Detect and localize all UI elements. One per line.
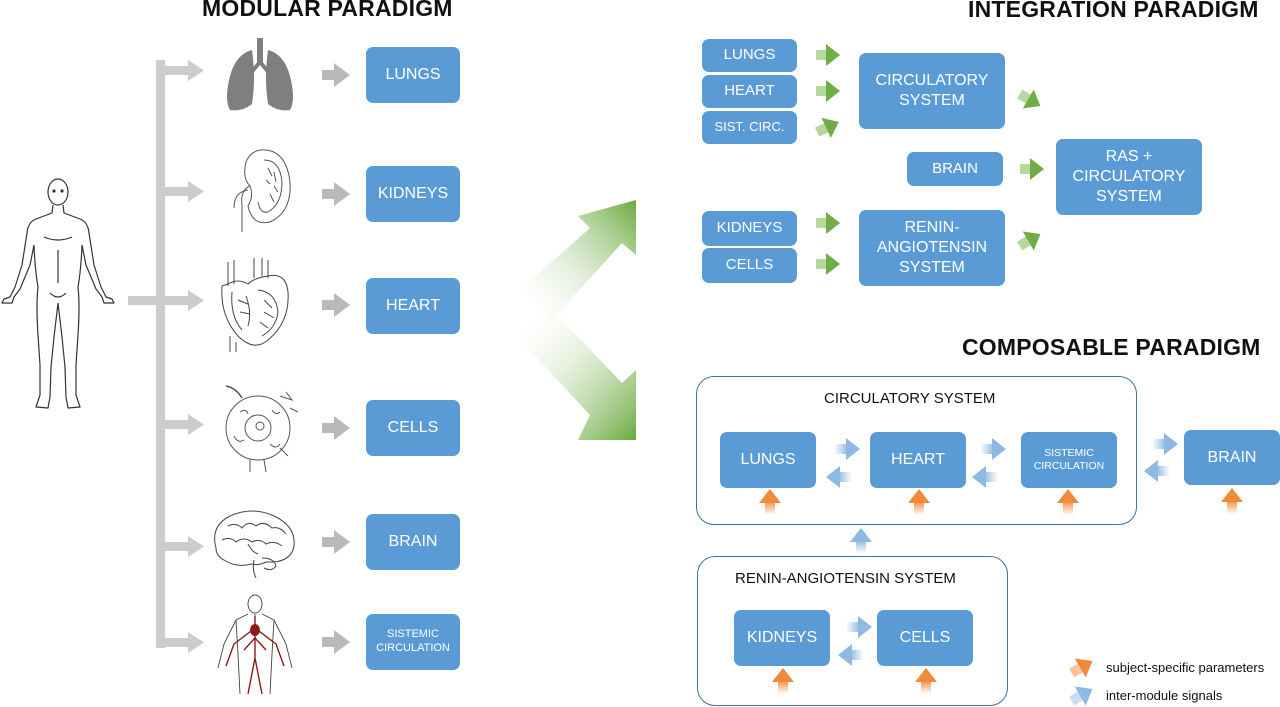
big-arrow-to-composable — [520, 310, 636, 440]
modular-tree-connector — [128, 60, 204, 653]
kidney-icon — [233, 149, 291, 232]
big-arrow-to-integration — [520, 200, 636, 320]
cell-icon — [225, 385, 298, 472]
composable-ras-label: RENIN-ANGIOTENSIN SYSTEM — [735, 570, 956, 587]
composable-circulatory-label: CIRCULATORY SYSTEM — [824, 390, 996, 407]
legend-subject-specific-parameters: subject-specific parameters — [1106, 660, 1265, 675]
integration-brain: BRAIN — [907, 152, 1003, 186]
brain-icon — [214, 510, 295, 578]
modular-brain-module: BRAIN — [366, 514, 460, 570]
circulation-icon — [217, 594, 293, 694]
human-body-icon — [1, 178, 115, 409]
integration-arrows — [815, 44, 1044, 275]
modular-kidneys-module: KIDNEYS — [366, 166, 460, 222]
composable-cells: CELLS — [877, 610, 973, 666]
integration-ras-circulatory-system: RAS + CIRCULATORY SYSTEM — [1056, 139, 1202, 215]
composable-heart: HEART — [870, 432, 966, 488]
modular-cells-module: CELLS — [366, 400, 460, 456]
integration-lungs: LUNGS — [702, 39, 797, 72]
composable-brain: BRAIN — [1184, 430, 1280, 485]
title-integration-paradigm: INTEGRATION PARADIGM — [968, 0, 1259, 22]
title-modular-paradigm: MODULAR PARADIGM — [202, 0, 453, 21]
heart-icon — [221, 258, 289, 352]
lungs-icon — [227, 38, 293, 111]
integration-heart: HEART — [702, 75, 797, 108]
composable-kidneys: KIDNEYS — [734, 610, 830, 666]
integration-sist-circ: SIST. CIRC. — [702, 111, 797, 144]
legend-inter-module-signals: inter-module signals — [1106, 688, 1223, 703]
modular-heart-module: HEART — [366, 278, 460, 334]
composable-lungs: LUNGS — [720, 432, 816, 488]
modular-arrows — [322, 63, 350, 654]
integration-circulatory-system: CIRCULATORY SYSTEM — [859, 53, 1005, 129]
modular-lungs-module: LUNGS — [366, 47, 460, 103]
modular-sistemic-circulation-module: SISTEMIC CIRCULATION — [366, 614, 460, 670]
integration-cells: CELLS — [702, 248, 797, 283]
integration-kidneys: KIDNEYS — [702, 211, 797, 246]
title-composable-paradigm: COMPOSABLE PARADIGM — [962, 334, 1261, 360]
composable-sistemic-circulation: SISTEMIC CIRCULATION — [1021, 432, 1117, 488]
integration-renin-angiotensin-system: RENIN- ANGIOTENSIN SYSTEM — [859, 210, 1005, 286]
